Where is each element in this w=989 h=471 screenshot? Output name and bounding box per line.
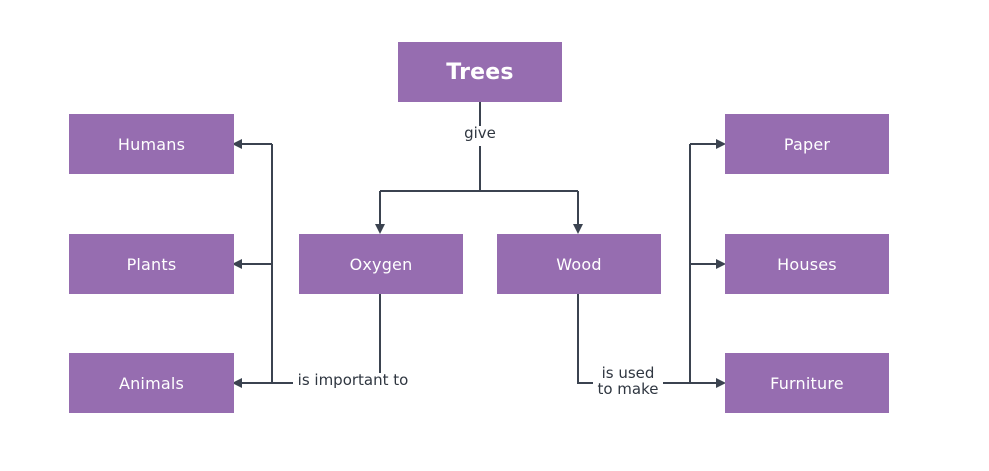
node-plants: Plants bbox=[69, 234, 234, 294]
node-humans: Humans bbox=[69, 114, 234, 174]
edge-label-is-used-to-make: is used to make bbox=[593, 364, 663, 402]
node-trees: Trees bbox=[398, 42, 562, 102]
connector-oxygen-down bbox=[272, 294, 381, 384]
edge-label-is-important-to: is important to bbox=[293, 372, 413, 393]
edge-label-give: give bbox=[461, 125, 499, 146]
edge-label-line-1: is used bbox=[601, 364, 655, 382]
node-oxygen: Oxygen bbox=[299, 234, 463, 294]
node-animals: Animals bbox=[69, 353, 234, 413]
node-houses: Houses bbox=[725, 234, 889, 294]
node-wood: Wood bbox=[497, 234, 661, 294]
node-paper: Paper bbox=[725, 114, 889, 174]
edge-label-line-2: to make bbox=[597, 379, 659, 398]
node-furniture: Furniture bbox=[725, 353, 889, 413]
